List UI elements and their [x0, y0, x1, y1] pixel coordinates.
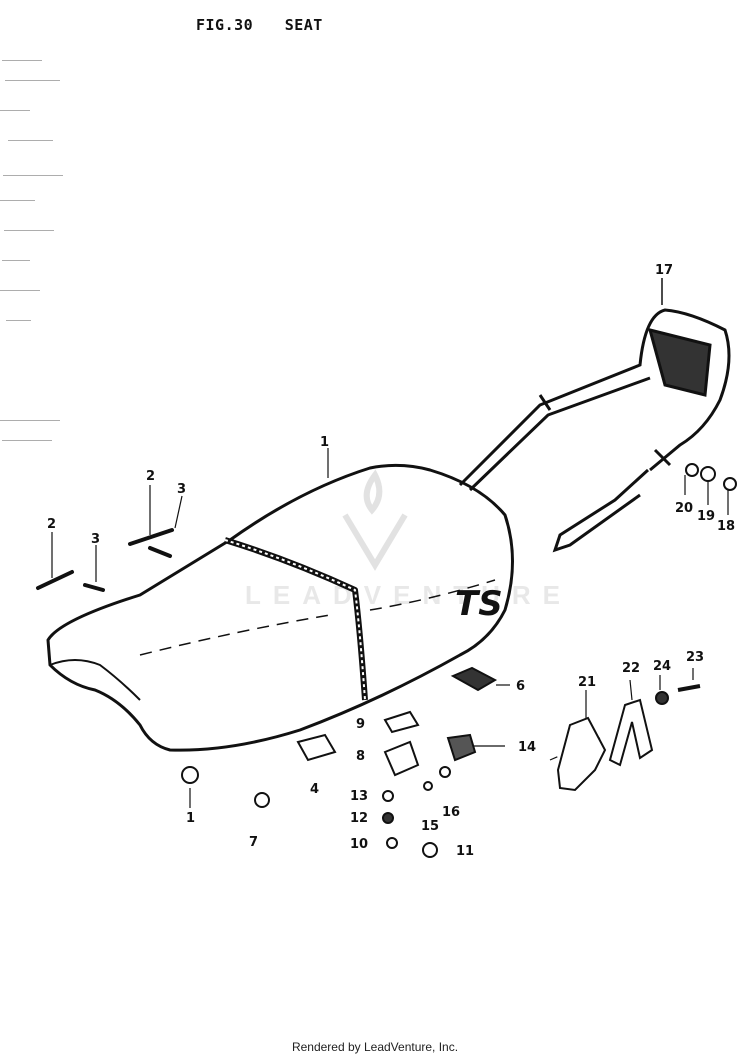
callout-21: 21	[578, 675, 596, 690]
scan-noise	[0, 60, 63, 441]
callout-8: 8	[356, 749, 365, 764]
seat-part	[46, 463, 514, 752]
callout-2: 2	[146, 469, 155, 484]
seat-logo-text: TS	[455, 584, 503, 624]
callout-3: 3	[177, 482, 186, 497]
callout-19: 19	[697, 509, 715, 524]
callout-1: 1	[320, 435, 329, 450]
callout-17: 17	[655, 263, 673, 278]
callout-24: 24	[653, 659, 671, 674]
figure-header: FIG.30 SEAT	[196, 16, 345, 34]
callout-10: 10	[350, 837, 368, 852]
callout-1b: 1	[186, 811, 195, 826]
callout-labels: 1 2 3 2 3 4 6 7 8 9 10 11 12 13 14 15 16…	[47, 263, 735, 859]
figure-number: FIG.30	[196, 16, 254, 34]
callout-7: 7	[249, 835, 258, 850]
callout-3b: 3	[91, 532, 100, 547]
callout-23: 23	[686, 650, 704, 665]
callout-22: 22	[622, 661, 640, 676]
callout-9: 9	[356, 717, 365, 732]
callout-16: 16	[442, 805, 460, 820]
callout-12: 12	[350, 811, 368, 826]
callout-11: 11	[456, 844, 474, 859]
figure-title: SEAT	[284, 16, 323, 34]
callout-13: 13	[350, 789, 368, 804]
callout-6: 6	[516, 679, 525, 694]
callout-4: 4	[310, 782, 319, 797]
callout-2b: 2	[47, 517, 56, 532]
watermark-logo	[342, 469, 408, 571]
bolt-parts	[36, 528, 174, 592]
callout-15: 15	[421, 819, 439, 834]
callout-14: 14	[518, 740, 536, 755]
hardware-parts	[181, 463, 737, 858]
grab-rail-part	[458, 308, 731, 553]
render-credit: Rendered by LeadVenture, Inc.	[291, 1040, 459, 1054]
callout-20: 20	[675, 501, 693, 516]
callout-18: 18	[717, 519, 735, 534]
